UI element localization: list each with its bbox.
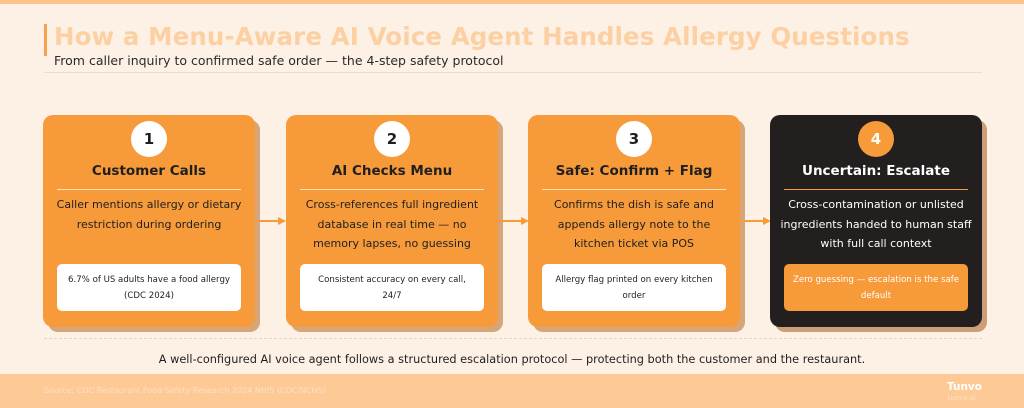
header-divider [44,72,982,73]
card-divider [542,189,726,190]
brand-logo: Tunvo [946,381,982,393]
step-card-2: 2 AI Checks Menu Cross-references full i… [286,115,498,327]
step-description: Caller mentions allergy or dietary restr… [56,198,242,231]
step-number-badge: 2 [374,121,410,157]
footer-band [0,374,1024,408]
arrow-right-icon [741,217,771,225]
step-stat-box: Consistent accuracy on every call, 24/7 [300,264,484,311]
step-description: Cross-contamination or unlisted ingredie… [780,198,972,250]
arrow-right-icon [499,217,529,225]
step-description: Cross-references full ingredient databas… [305,198,479,250]
step-stat-box: 6.7% of US adults have a food allergy (C… [57,264,241,311]
brand-tagline: tunvo.ai [947,394,976,402]
step-description: Confirms the dish is safe and appends al… [554,198,714,250]
step-title: Safe: Confirm + Flag [555,163,713,179]
step-number-badge: 1 [131,121,167,157]
title-accent-bar [44,24,47,56]
step-stat-box: Allergy flag printed on every kitchen or… [542,264,726,311]
card-divider [57,189,241,190]
step-stat-box: Zero guessing — escalation is the safe d… [784,264,968,311]
step-number-badge: 4 [858,121,894,157]
step-number-badge: 3 [616,121,652,157]
page-subtitle: From caller inquiry to confirmed safe or… [54,53,504,68]
card-divider [784,189,968,190]
step-card-4: 4 Uncertain: Escalate Cross-contaminatio… [770,115,982,327]
arrow-right-icon [256,217,286,225]
step-title: AI Checks Menu [331,163,453,179]
step-title: Uncertain: Escalate [801,163,950,179]
footer-note: A well-configured AI voice agent follows… [158,353,866,366]
page-title: How a Menu-Aware AI Voice Agent Handles … [54,22,910,51]
card-divider [300,189,484,190]
footer-divider [44,338,982,339]
step-card-3: 3 Safe: Confirm + Flag Confirms the dish… [528,115,740,327]
source-note: Source: CDC Restaurant Food Safety Resea… [44,386,326,395]
top-accent-bar [0,0,1024,4]
step-title: Customer Calls [91,163,207,179]
step-card-1: 1 Customer Calls Caller mentions allergy… [43,115,255,327]
